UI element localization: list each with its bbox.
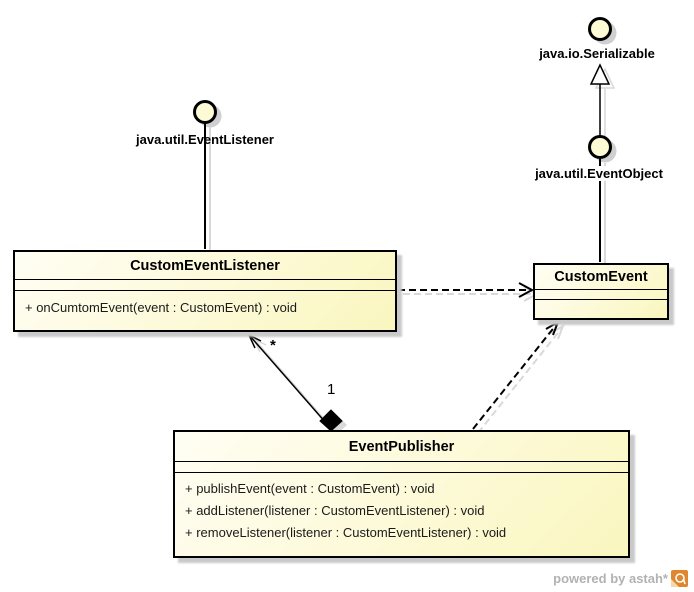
connector-shadows xyxy=(198,21,617,435)
operation: + onCumtomEvent(event : CustomEvent) : v… xyxy=(25,300,298,315)
class-customeventlistener[interactable]: CustomEventListener + onCumtomEvent(even… xyxy=(13,250,397,332)
operation: + addListener(listener : CustomEventList… xyxy=(185,503,485,518)
composition-association-publisher-listener xyxy=(247,333,343,432)
attributes-compartment xyxy=(15,280,395,291)
class-eventpublisher[interactable]: EventPublisher + publishEvent(event : Cu… xyxy=(173,430,630,558)
operations-compartment: + publishEvent(event : CustomEvent) : vo… xyxy=(175,473,628,556)
class-name: CustomEventListener xyxy=(15,252,395,280)
operations-compartment: + onCumtomEvent(event : CustomEvent) : v… xyxy=(15,291,395,330)
multiplicity-source: 1 xyxy=(327,381,336,398)
dependency-arrow-publisher-to-event xyxy=(472,319,560,430)
open-arrowhead xyxy=(247,333,262,349)
interface-label-eventobject[interactable]: java.util.EventObject xyxy=(533,166,665,181)
interface-lollipop-serializable[interactable] xyxy=(588,17,612,41)
generalization-arrow-serializable xyxy=(589,63,611,136)
class-customevent[interactable]: CustomEvent xyxy=(533,263,669,320)
attributes-compartment xyxy=(535,290,667,300)
interface-label-serializable[interactable]: java.io.Serializable xyxy=(539,46,655,61)
dependency-arrow-listener-to-event xyxy=(398,282,535,298)
open-arrowhead xyxy=(545,319,560,336)
interface-label-eventlistener[interactable]: java.util.EventListener xyxy=(136,132,274,147)
class-name: EventPublisher xyxy=(175,432,628,462)
class-name: CustomEvent xyxy=(535,265,667,290)
attributes-compartment xyxy=(175,462,628,473)
operation: + removeListener(listener : CustomEventL… xyxy=(185,525,507,540)
generalization-triangle xyxy=(589,63,611,85)
multiplicity-target: * xyxy=(270,337,276,354)
interface-lollipop-eventobject[interactable] xyxy=(588,135,612,159)
open-arrowhead xyxy=(518,282,535,298)
interface-lollipop-eventlistener[interactable] xyxy=(193,100,217,124)
operation: + publishEvent(event : CustomEvent) : vo… xyxy=(185,481,435,496)
astah-logo-icon xyxy=(671,570,688,587)
operations-compartment xyxy=(535,300,667,318)
watermark-text: powered by astah* xyxy=(553,571,668,586)
